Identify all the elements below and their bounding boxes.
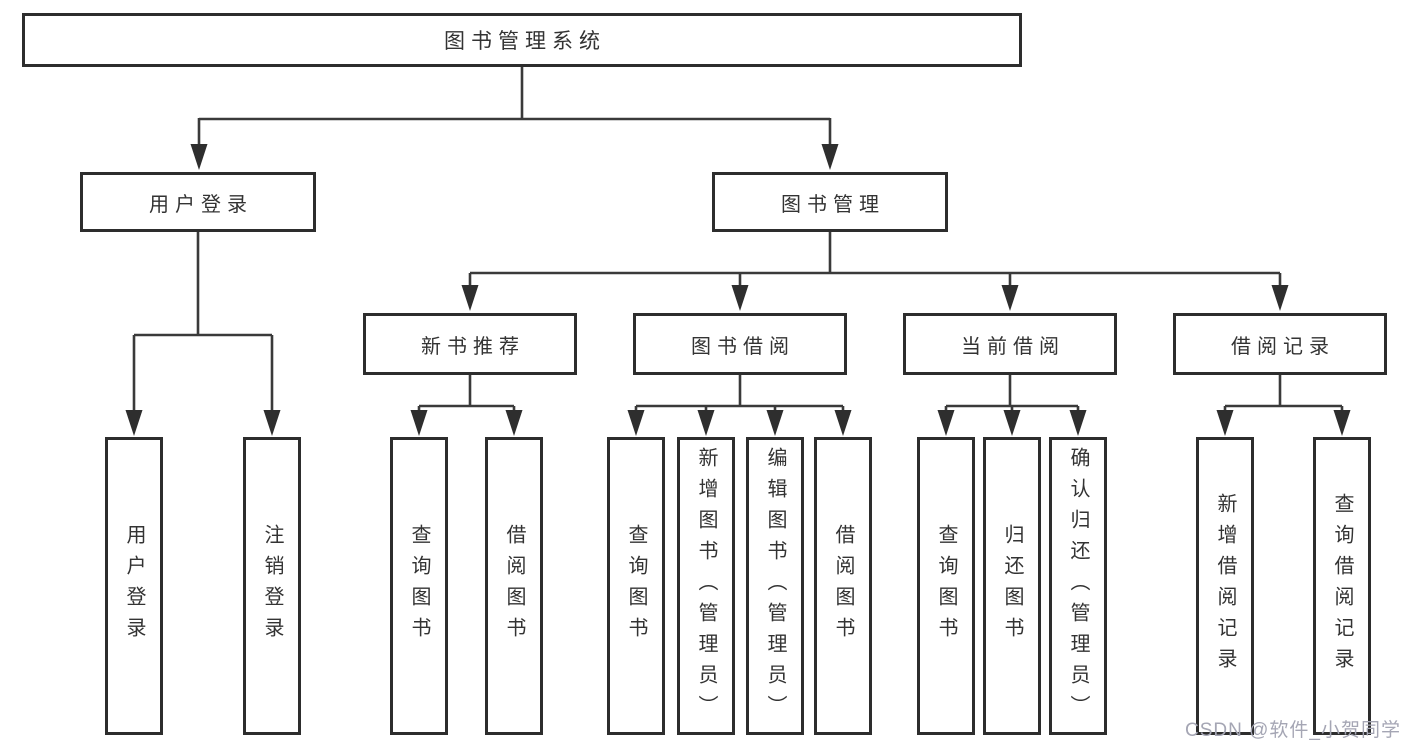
leaf-label: 查询借阅记录 bbox=[1331, 493, 1353, 679]
node-leaf-logout: 注销登录 bbox=[243, 437, 301, 735]
node-section-book-borrow: 图书借阅 bbox=[633, 313, 847, 375]
node-leaf-recommend-query-books: 查询图书 bbox=[390, 437, 448, 735]
node-leaf-user-login: 用户登录 bbox=[105, 437, 163, 735]
node-leaf-current-query-books: 查询图书 bbox=[917, 437, 975, 735]
node-section-current-borrow: 当前借阅 bbox=[903, 313, 1117, 375]
node-leaf-current-return-books: 归还图书 bbox=[983, 437, 1041, 735]
leaf-label: 编辑图书（管理员） bbox=[764, 446, 786, 726]
node-section-new-book-recommend: 新书推荐 bbox=[363, 313, 577, 375]
node-branch-book-management: 图书管理 bbox=[712, 172, 948, 232]
node-leaf-records-add-record: 新增借阅记录 bbox=[1196, 437, 1254, 735]
node-leaf-recommend-borrow-books: 借阅图书 bbox=[485, 437, 543, 735]
leaf-label: 查询图书 bbox=[408, 524, 430, 648]
node-leaf-borrow-query-books: 查询图书 bbox=[607, 437, 665, 735]
node-leaf-borrow-add-books-admin: 新增图书（管理员） bbox=[677, 437, 735, 735]
leaf-label: 注销登录 bbox=[261, 524, 283, 648]
leaf-label: 新增借阅记录 bbox=[1214, 493, 1236, 679]
csdn-watermark: CSDN @软件_小贺同学 bbox=[1185, 720, 1401, 741]
node-branch-user-login: 用户登录 bbox=[80, 172, 316, 232]
node-leaf-borrow-borrow-books: 借阅图书 bbox=[814, 437, 872, 735]
leaf-label: 新增图书（管理员） bbox=[695, 446, 717, 726]
leaf-label: 查询图书 bbox=[935, 524, 957, 648]
node-root-system: 图书管理系统 bbox=[22, 13, 1022, 67]
leaf-label: 借阅图书 bbox=[503, 524, 525, 648]
node-leaf-current-confirm-return-admin: 确认归还（管理员） bbox=[1049, 437, 1107, 735]
node-leaf-borrow-edit-books-admin: 编辑图书（管理员） bbox=[746, 437, 804, 735]
leaf-label: 查询图书 bbox=[625, 524, 647, 648]
leaf-label: 借阅图书 bbox=[832, 524, 854, 648]
node-leaf-records-query-record: 查询借阅记录 bbox=[1313, 437, 1371, 735]
node-section-borrow-records: 借阅记录 bbox=[1173, 313, 1387, 375]
leaf-label: 归还图书 bbox=[1001, 524, 1023, 648]
leaf-label: 用户登录 bbox=[123, 524, 145, 648]
leaf-label: 确认归还（管理员） bbox=[1067, 446, 1089, 726]
